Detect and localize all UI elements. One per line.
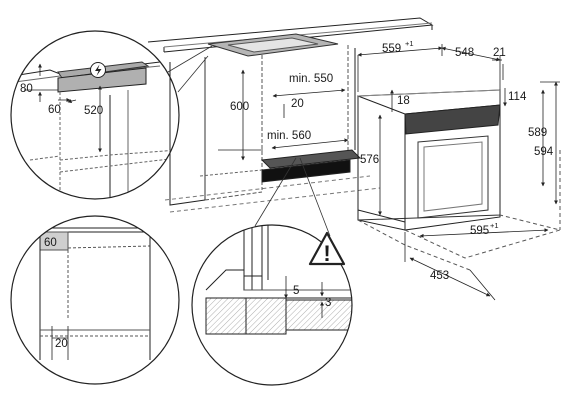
kitchen-cabinet xyxy=(147,17,434,213)
detail-leaders xyxy=(167,45,331,237)
warning-glyph: ! xyxy=(323,241,330,266)
vent-bottom-label: 20 xyxy=(55,338,68,350)
panel-top-label: 18 xyxy=(397,95,410,107)
niche-dimensions xyxy=(218,69,349,161)
electric-bolt-icon xyxy=(90,62,106,78)
oven-drawing xyxy=(357,89,562,271)
oven-depth-label: 548 xyxy=(455,47,474,59)
oven-height-label: 589 xyxy=(528,127,547,139)
bottom-width-tol: +1 xyxy=(490,221,499,230)
overall-depth-label: 453 xyxy=(430,270,449,282)
niche-height-label: 600 xyxy=(230,101,249,113)
panel-top-right-label: 114 xyxy=(508,91,527,103)
hob-clearance-label: 520 xyxy=(84,105,103,117)
oven-width-tol: +1 xyxy=(405,39,414,48)
door-thickness-label: 21 xyxy=(493,47,506,59)
side-gap-label: 60 xyxy=(48,104,61,116)
hob-gap-label: 80 xyxy=(20,83,33,95)
niche-depth-label: min. 560 xyxy=(267,130,311,142)
bottom-width-label: 595 xyxy=(470,225,489,237)
oven-dimensions xyxy=(357,44,560,301)
detail-circle-ventilation xyxy=(10,215,180,385)
detail-circle-hob xyxy=(10,30,180,200)
oven-width-label: 559 xyxy=(382,43,401,55)
warning-triangle-icon: ! xyxy=(308,231,346,266)
floor-step-label: 3 xyxy=(325,297,331,309)
floor-gap-label: 5 xyxy=(293,285,299,297)
gap-top-label: 20 xyxy=(291,98,304,110)
oven-body-height-label: 576 xyxy=(360,154,379,166)
front-height-label: 594 xyxy=(534,146,554,158)
niche-width-label: min. 550 xyxy=(289,73,333,85)
vent-left-label: 60 xyxy=(44,237,57,249)
detail-circle-floor: ! xyxy=(191,224,353,386)
